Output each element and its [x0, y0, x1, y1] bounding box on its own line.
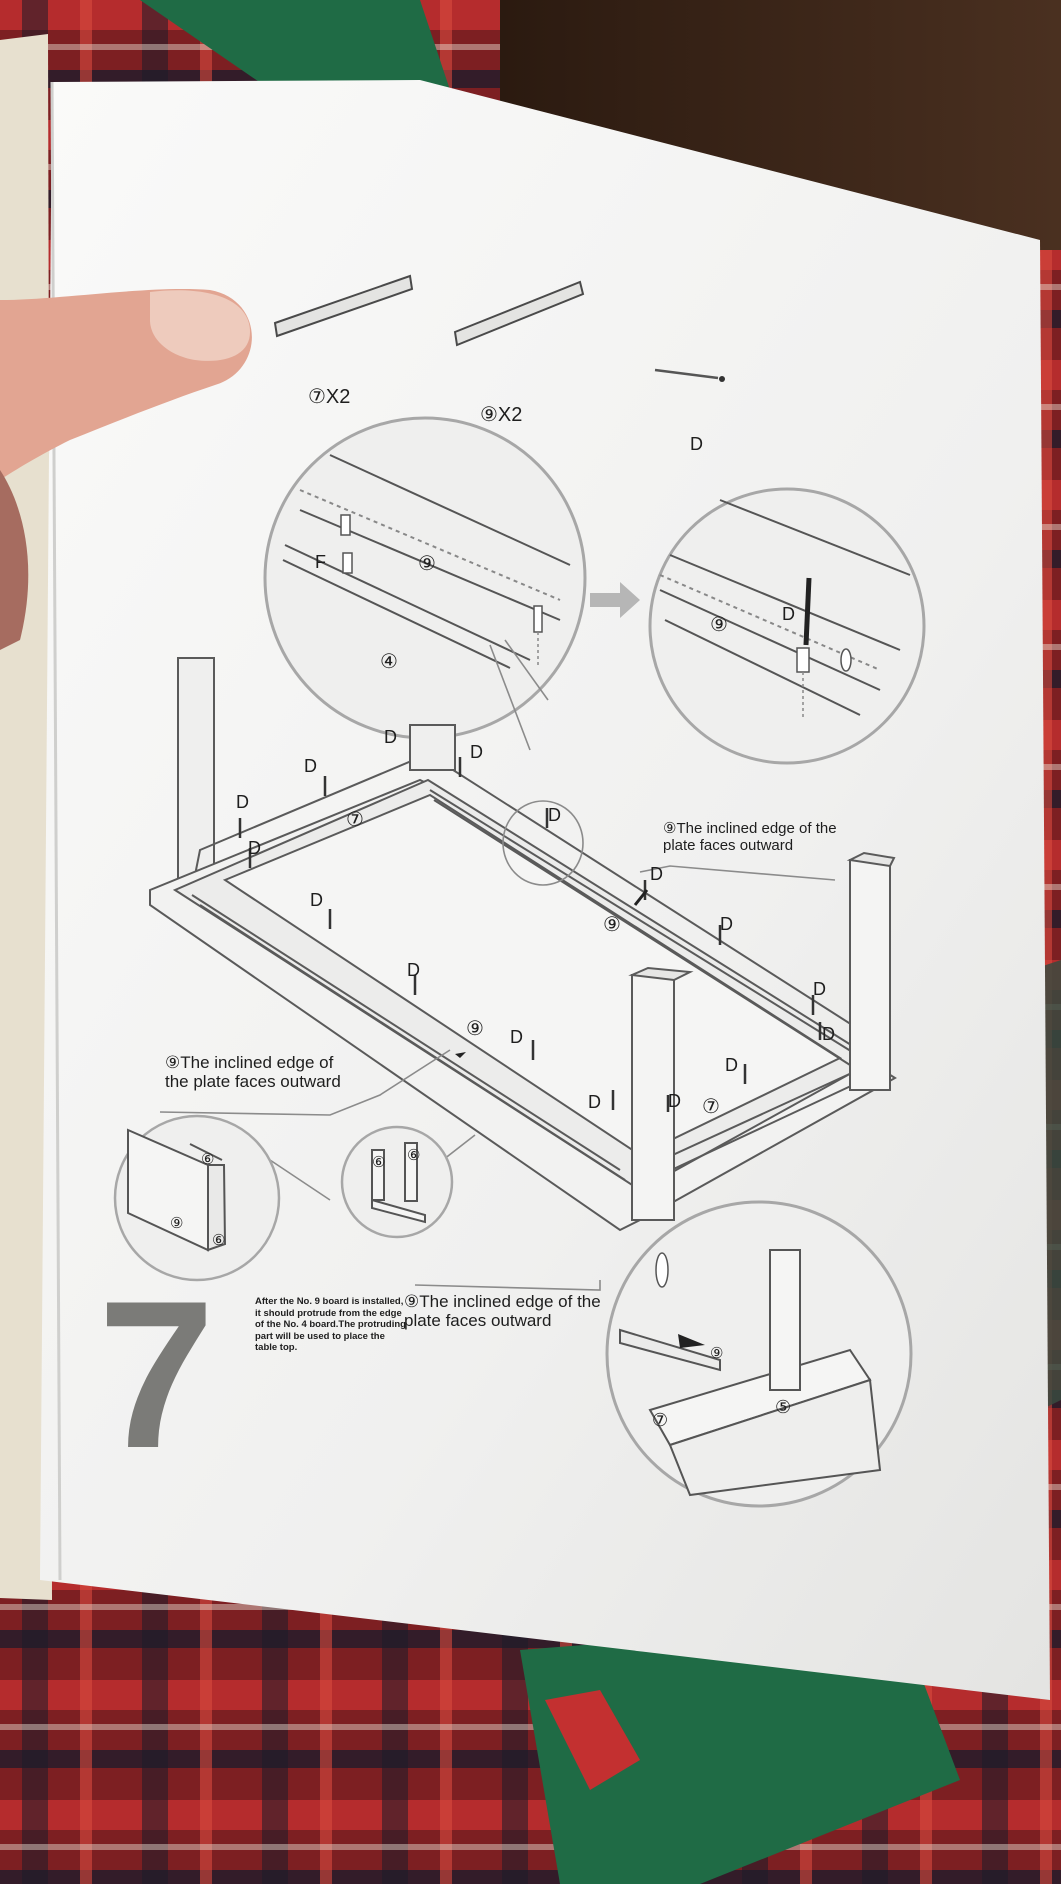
- bottom-detail-6a: ⑥: [201, 1151, 214, 1168]
- frame-part-7b: ⑦: [702, 1096, 720, 1118]
- frame-part-7a: ⑦: [346, 809, 364, 831]
- frame-label-d-4: D: [248, 838, 261, 858]
- frame-label-d-5: D: [310, 890, 323, 910]
- note-small: After the No. 9 board is installed, it s…: [255, 1296, 406, 1353]
- detail-circle-bottom-left: [113, 1114, 281, 1282]
- frame-label-d-12: D: [813, 979, 826, 999]
- frame-label-d-0: D: [236, 792, 249, 812]
- step-number: 7: [98, 1257, 215, 1492]
- frame-part-9b: ⑨: [466, 1018, 484, 1040]
- frame-label-d-14: D: [725, 1055, 738, 1075]
- frame-label-d-15: D: [668, 1091, 681, 1111]
- frame-part-9a: ⑨: [603, 914, 621, 936]
- arrow-right-icon: [590, 582, 640, 618]
- bottom-detail-5: ⑤: [775, 1397, 791, 1417]
- detail-circle-bottom-mid: [340, 1125, 454, 1239]
- frame-label-d-11: D: [720, 914, 733, 934]
- frame-label-d-7: D: [510, 1027, 523, 1047]
- frame-label-d-9: D: [548, 805, 561, 825]
- detail-label-9b: ⑨: [710, 614, 728, 636]
- detail-circle-top-right: [648, 487, 926, 765]
- bottom-detail-9b: ⑨: [710, 1345, 723, 1362]
- frame-label-d-13: D: [822, 1024, 835, 1044]
- frame-label-d-6: D: [407, 960, 420, 980]
- note-left: ⑨The inclined edge of the plate faces ou…: [165, 1053, 341, 1091]
- frame-label-d-1: D: [304, 756, 317, 776]
- bottom-detail-9a: ⑨: [170, 1215, 183, 1232]
- part-label-d: D: [690, 434, 703, 454]
- bottom-detail-6c: ⑥: [372, 1154, 385, 1171]
- part-label-7: ⑦X2: [308, 386, 350, 408]
- detail-label-d-right: D: [782, 604, 795, 624]
- bottom-detail-7: ⑦: [652, 1410, 668, 1430]
- detail-label-f: F: [315, 552, 326, 572]
- detail-label-9a: ⑨: [418, 553, 436, 575]
- note-bottom: ⑨The inclined edge of the plate faces ou…: [404, 1292, 601, 1330]
- part-label-9: ⑨X2: [480, 404, 522, 426]
- frame-label-d-3: D: [470, 742, 483, 762]
- detail-circle-bottom-right: [605, 1200, 913, 1508]
- detail-label-4: ④: [380, 651, 398, 673]
- frame-label-d-10: D: [650, 864, 663, 884]
- frame-label-d-2: D: [384, 727, 397, 747]
- bottom-detail-6b: ⑥: [212, 1232, 225, 1249]
- frame-label-d-8: D: [588, 1092, 601, 1112]
- note-right: ⑨The inclined edge of the plate faces ou…: [663, 820, 837, 854]
- bottom-detail-6d: ⑥: [407, 1147, 420, 1164]
- detail-circle-top-left: [263, 416, 587, 740]
